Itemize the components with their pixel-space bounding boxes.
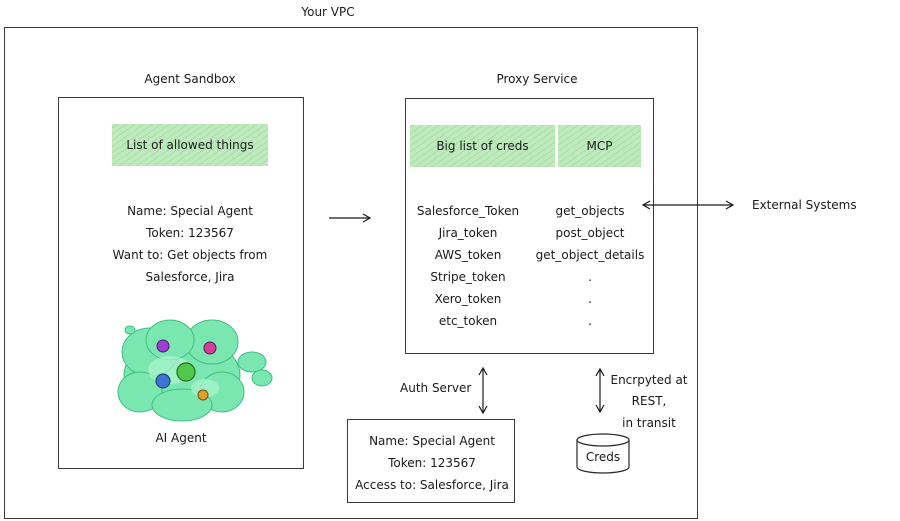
proxy-title: Proxy Service xyxy=(496,72,578,86)
mcp-item: get_object_details xyxy=(535,248,645,262)
proxy-service-box xyxy=(405,98,654,354)
agent-sandbox-box xyxy=(58,97,304,469)
creds-header: Big list of creds xyxy=(410,125,555,167)
auth-line: Name: Special Agent xyxy=(369,434,495,448)
creds-header-label: Big list of creds xyxy=(436,139,529,153)
encryption-line: REST, xyxy=(631,394,667,408)
mcp-header-label: MCP xyxy=(586,139,613,153)
cred-item: Xero_token xyxy=(434,292,502,306)
sandbox-line: Name: Special Agent xyxy=(127,204,253,218)
external-systems-label: External Systems xyxy=(752,198,857,212)
vpc-boundary xyxy=(4,27,698,519)
cred-item: Salesforce_Token xyxy=(416,204,520,218)
auth-line: Token: 123567 xyxy=(388,456,476,470)
allowed-things-label: List of allowed things xyxy=(126,138,254,152)
cred-item: etc_token xyxy=(438,314,498,328)
mcp-item: . xyxy=(588,270,592,284)
cred-item: Jira_token xyxy=(438,226,498,240)
mcp-item: . xyxy=(588,292,592,306)
database-cylinder-icon xyxy=(576,433,630,474)
auth-line: Access to: Salesforce, Jira xyxy=(355,478,509,492)
cred-item: AWS_token xyxy=(434,248,502,262)
mcp-header: MCP xyxy=(558,125,641,167)
mcp-item: post_object xyxy=(555,226,625,240)
ai-agent-label: AI Agent xyxy=(155,431,207,445)
cred-item: Stripe_token xyxy=(430,270,506,284)
gem-icon xyxy=(155,339,217,401)
mcp-item: get_objects xyxy=(555,204,625,218)
vpc-title: Your VPC xyxy=(301,5,355,19)
encryption-line: Encrpyted at xyxy=(610,373,688,387)
sandbox-line: Token: 123567 xyxy=(146,226,234,240)
sandbox-line: Want to: Get objects from xyxy=(112,248,268,262)
creds-db-label: Creds xyxy=(585,450,621,464)
encryption-line: in transit xyxy=(622,416,676,430)
sandbox-title: Agent Sandbox xyxy=(144,72,236,86)
allowed-things-box: List of allowed things xyxy=(112,124,268,166)
mcp-item: . xyxy=(588,314,592,328)
auth-server-box xyxy=(347,419,515,503)
sandbox-line: Salesforce, Jira xyxy=(145,270,235,284)
auth-server-label: Auth Server xyxy=(400,381,472,395)
